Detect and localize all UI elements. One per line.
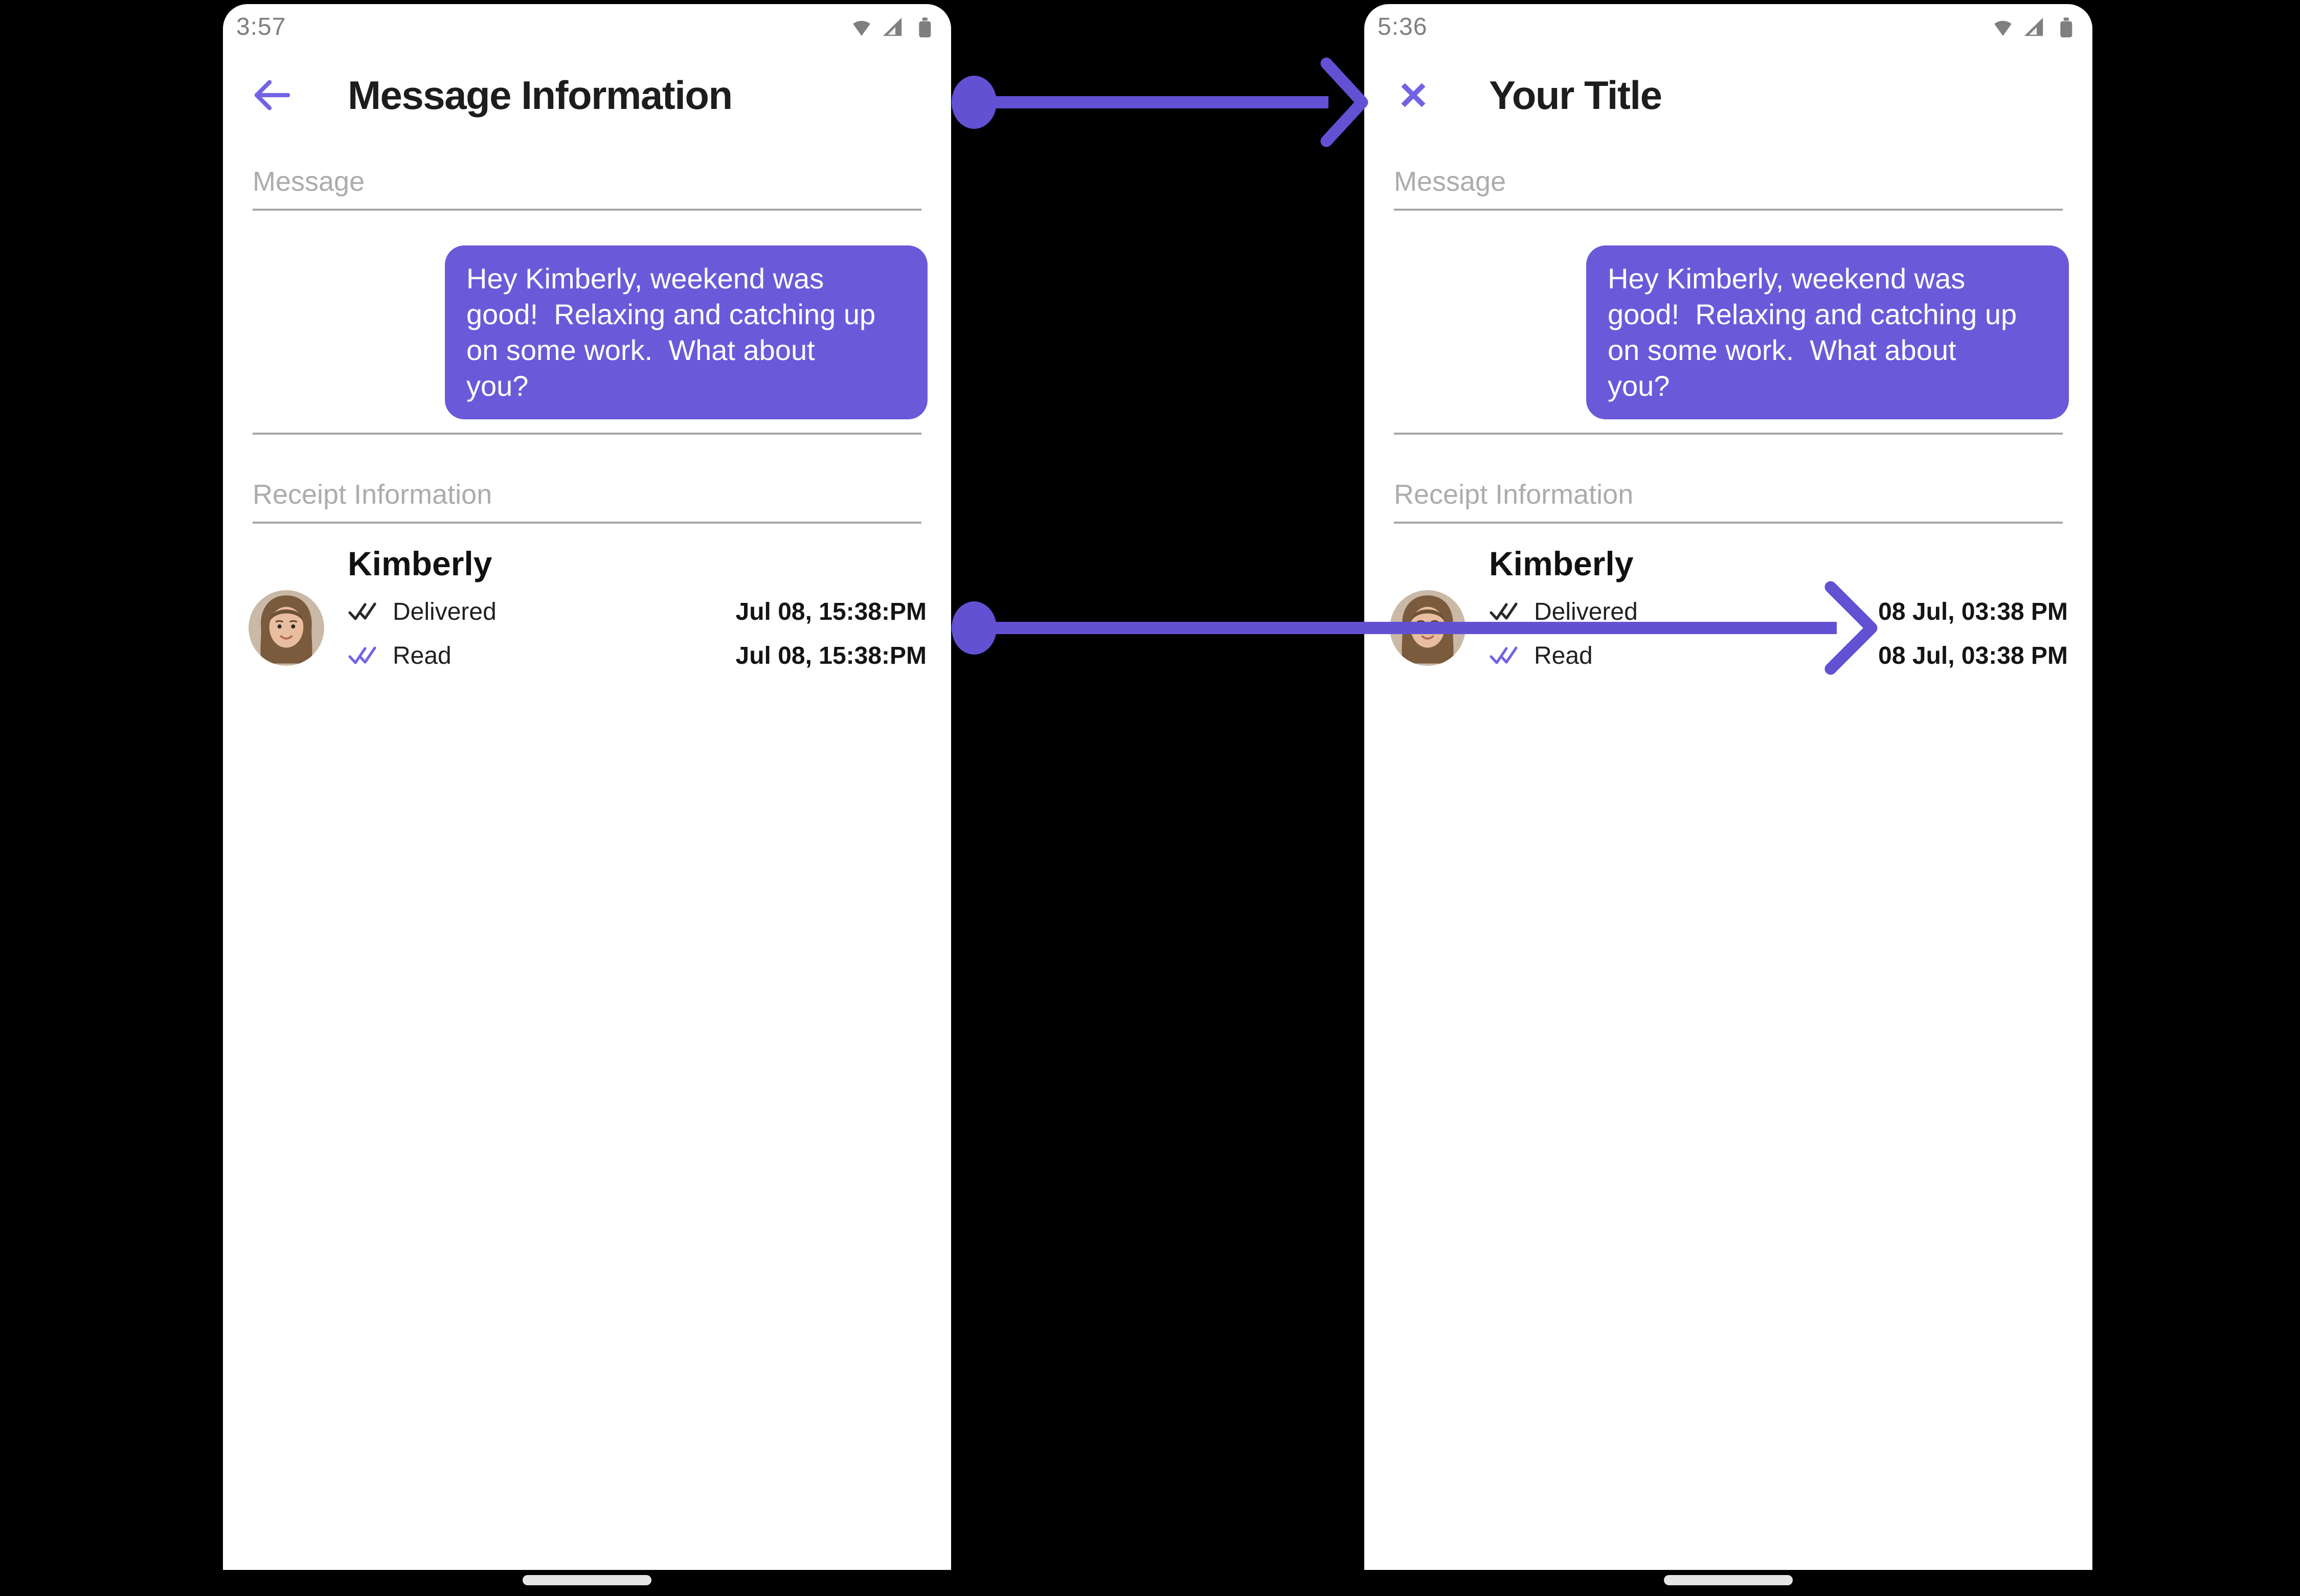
double-check-icon [1489, 600, 1521, 623]
divider [1394, 209, 2063, 211]
status-icons [1991, 15, 2076, 38]
contact-name: Kimberly [1489, 545, 1634, 582]
app-bar-left: Message Information [252, 70, 931, 121]
contact-name: Kimberly [348, 545, 492, 582]
divider [253, 522, 921, 524]
receipt-status-label: Delivered [393, 598, 497, 625]
receipt-section-label: Receipt Information [1394, 479, 1634, 510]
message-section-label: Message [253, 166, 365, 197]
message-section-label: Message [1394, 166, 1506, 197]
status-time: 3:57 [236, 13, 286, 40]
cell-signal-icon [2024, 17, 2043, 36]
avatar [249, 590, 324, 666]
receipt-section-label: Receipt Information [253, 479, 492, 510]
wifi-icon [853, 20, 870, 36]
receipt-status-label: Read [1534, 642, 1593, 669]
app-bar-right: Your Title [1393, 70, 2072, 121]
receipt-status-label: Read [393, 642, 452, 669]
divider [253, 209, 921, 211]
phone-right: 5:36 Your Title Message Hey Kimberly, we… [1364, 4, 2092, 1570]
receipt-timestamp: Jul 08, 15:38:PM [735, 598, 927, 625]
receipt-row-read: Read 08 Jul, 03:38 PM [1489, 639, 2068, 672]
status-bar-right: 5:36 [1378, 12, 2076, 41]
status-time: 5:36 [1378, 13, 1428, 40]
status-bar-left: 3:57 [236, 12, 935, 41]
page-title: Your Title [1489, 72, 1662, 118]
battery-icon [2060, 17, 2072, 38]
close-icon[interactable] [1393, 75, 1434, 116]
phone-left: 3:57 Message Information Message Hey Kim… [223, 4, 951, 1570]
receipt-status-label: Delivered [1534, 598, 1638, 625]
back-arrow-icon[interactable] [252, 75, 292, 116]
message-bubble: Hey Kimberly, weekend was good! Relaxing… [1586, 245, 2069, 419]
receipt-row-delivered: Delivered Jul 08, 15:38:PM [348, 595, 927, 628]
double-check-icon [348, 644, 379, 667]
message-bubble: Hey Kimberly, weekend was good! Relaxing… [445, 245, 928, 419]
home-indicator[interactable] [1664, 1575, 1793, 1585]
receipt-timestamp: 08 Jul, 03:38 PM [1878, 642, 2068, 669]
battery-icon [919, 17, 931, 38]
wifi-icon [1994, 20, 2012, 36]
divider [253, 433, 921, 435]
page-title: Message Information [348, 72, 733, 118]
receipt-timestamp: 08 Jul, 03:38 PM [1878, 598, 2068, 625]
receipt-row-delivered: Delivered 08 Jul, 03:38 PM [1489, 595, 2068, 628]
annotation-arrow-top [952, 57, 1368, 147]
avatar [1390, 590, 1465, 666]
double-check-icon [1489, 644, 1521, 667]
divider [1394, 522, 2063, 524]
cell-signal-icon [883, 17, 902, 36]
receipt-timestamp: Jul 08, 15:38:PM [735, 642, 927, 669]
double-check-icon [348, 600, 379, 623]
status-icons [850, 15, 935, 38]
receipt-row-read: Read Jul 08, 15:38:PM [348, 639, 927, 672]
home-indicator[interactable] [523, 1575, 651, 1585]
divider [1394, 433, 2063, 435]
